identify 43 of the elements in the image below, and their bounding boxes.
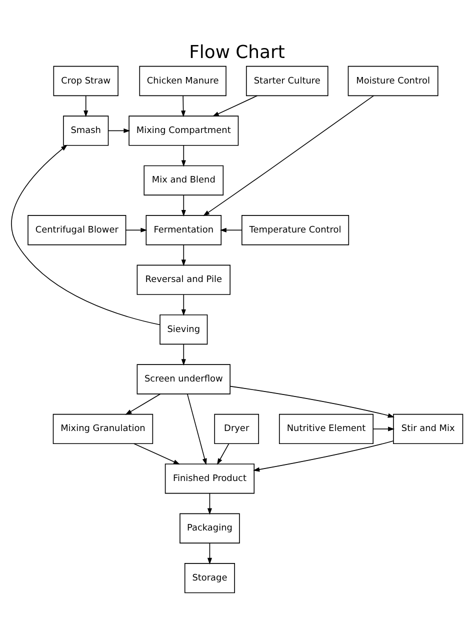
arrow bbox=[108, 128, 130, 133]
node-box: Finished Product bbox=[164, 464, 255, 494]
node-box: Dryer bbox=[214, 414, 260, 444]
node-box: Temperature Control bbox=[242, 215, 350, 246]
arrow bbox=[220, 228, 242, 232]
arrow bbox=[181, 244, 186, 266]
node-box: Screen underflow bbox=[136, 364, 230, 394]
node-box: Moisture Control bbox=[348, 66, 438, 96]
arrow bbox=[181, 194, 186, 216]
arrow bbox=[125, 394, 161, 415]
arrow bbox=[133, 443, 180, 464]
node-box: Mixing Granulation bbox=[52, 414, 154, 444]
node-box: Smash bbox=[63, 116, 109, 146]
node-box: Mixing Compartment bbox=[128, 116, 239, 146]
arrow bbox=[181, 145, 186, 167]
arrow bbox=[181, 95, 186, 118]
arrow bbox=[203, 95, 374, 216]
arrow bbox=[372, 426, 395, 432]
arrow bbox=[186, 394, 207, 466]
node-box: Stir and Mix bbox=[393, 414, 464, 444]
node-box: Chicken Manure bbox=[139, 66, 226, 96]
arrow bbox=[230, 386, 394, 418]
arrow bbox=[181, 344, 186, 366]
arrow bbox=[181, 294, 186, 316]
arrow bbox=[11, 144, 160, 326]
node-box: Crop Straw bbox=[53, 66, 118, 96]
node-box: Reversal and Pile bbox=[136, 264, 230, 295]
node-box: Centrifugal Blower bbox=[28, 215, 126, 246]
node-box: Fermentation bbox=[146, 215, 222, 246]
arrow bbox=[207, 542, 212, 564]
arrow bbox=[125, 228, 148, 232]
arrow bbox=[253, 440, 394, 472]
node-box: Starter Culture bbox=[246, 66, 328, 96]
node-box: Packaging bbox=[180, 513, 240, 544]
node-box: Nutritive Element bbox=[278, 414, 374, 444]
node-box: Mix and Blend bbox=[144, 165, 224, 196]
arrow bbox=[207, 492, 212, 515]
arrow bbox=[216, 443, 230, 465]
diagram-title: Flow Chart bbox=[189, 42, 285, 63]
node-box: Sieving bbox=[160, 314, 208, 345]
node-box: Storage bbox=[184, 563, 235, 594]
arrow bbox=[212, 95, 258, 117]
arrow bbox=[84, 95, 88, 118]
